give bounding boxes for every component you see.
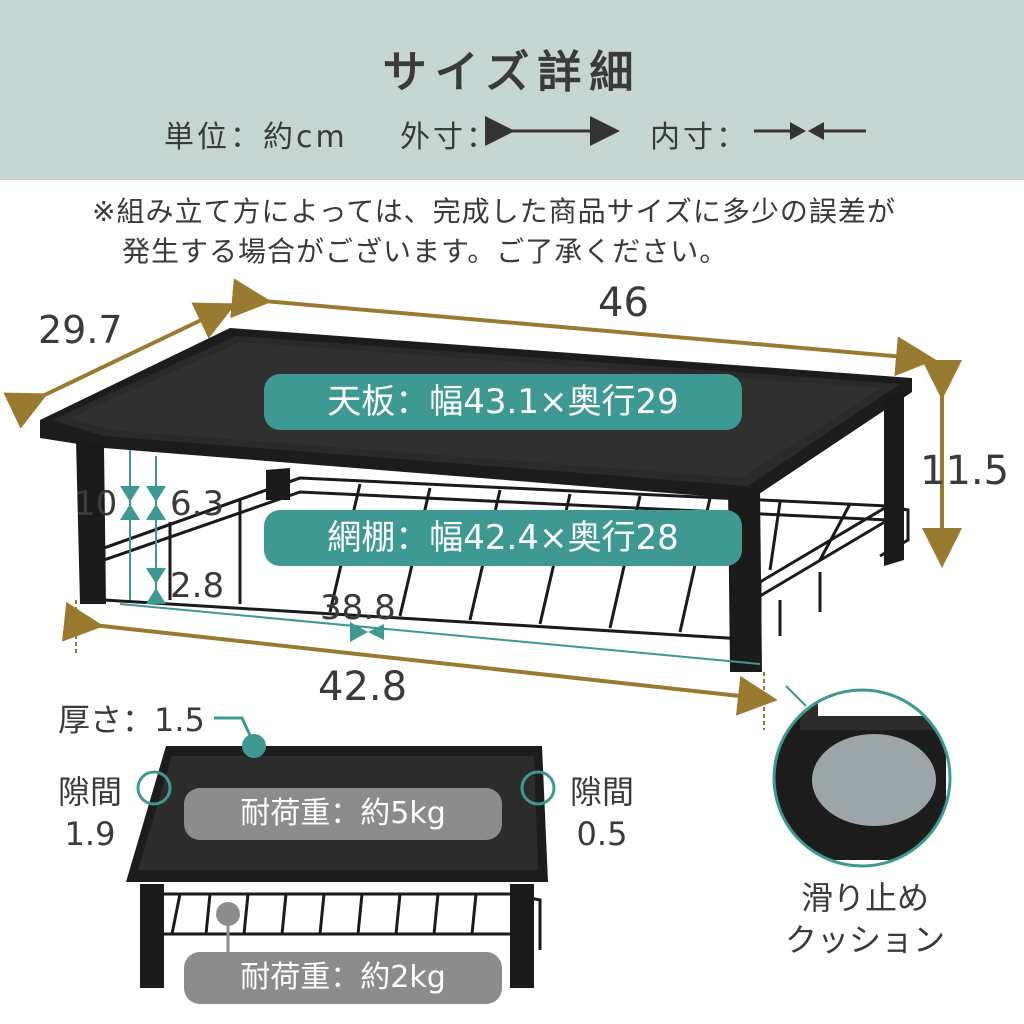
top-load-capacity-pill: 耐荷重：約5kg <box>184 788 502 840</box>
top-board-size-pill: 天板：幅43.1×奥行29 <box>264 374 742 430</box>
inner-dimension-label: 内寸： <box>650 120 749 155</box>
header-band <box>0 0 1024 180</box>
leg-width-arrow <box>61 601 778 716</box>
inner-dimension-arrow-icon <box>754 122 866 140</box>
width-arrow <box>230 278 936 377</box>
small-stand-illustration <box>126 716 556 988</box>
right-gap-value: 0.5 <box>576 815 628 853</box>
board-thickness-label: 厚さ：1.5 <box>58 701 205 739</box>
left-gap-title: 隙間 <box>57 773 122 811</box>
outer-dimension-label: 外寸： <box>400 120 499 155</box>
depth-label: 29.7 <box>38 308 123 352</box>
page-title: サイズ詳細 <box>382 47 642 98</box>
disclaimer-note: ※組み立て方によっては、完成した商品サイズに多少の誤差が 発生する場合がございま… <box>92 192 896 272</box>
unit-label: 単位：約cm <box>164 120 348 155</box>
right-gap-title: 隙間 <box>569 773 634 811</box>
gap-lower-label: 2.8 <box>170 566 225 606</box>
inner-width-label: 38.8 <box>320 588 396 628</box>
width-label: 46 <box>598 280 649 326</box>
cushion-label-line-1: 滑り止め <box>800 879 929 917</box>
cushion-detail <box>772 685 952 868</box>
gap-arrows <box>119 450 761 665</box>
gap-upper-label: 6.3 <box>170 484 225 524</box>
gap-total-label: 10 <box>74 484 118 524</box>
shelf-load-capacity-pill: 耐荷重：約2kg <box>184 952 502 1004</box>
height-label: 11.5 <box>920 448 1010 494</box>
wire-shelf-size-pill: 網棚：幅42.4×奥行28 <box>264 510 742 566</box>
note-line-1: ※組み立て方によっては、完成した商品サイズに多少の誤差が <box>92 195 896 228</box>
depth-arrow <box>3 302 237 429</box>
note-line-2: 発生する場合がございます。ご了承ください。 <box>122 235 729 268</box>
leg-width-label: 42.8 <box>318 664 408 710</box>
left-gap-value: 1.9 <box>64 815 116 853</box>
cushion-label-line-2: クッション <box>784 921 945 959</box>
